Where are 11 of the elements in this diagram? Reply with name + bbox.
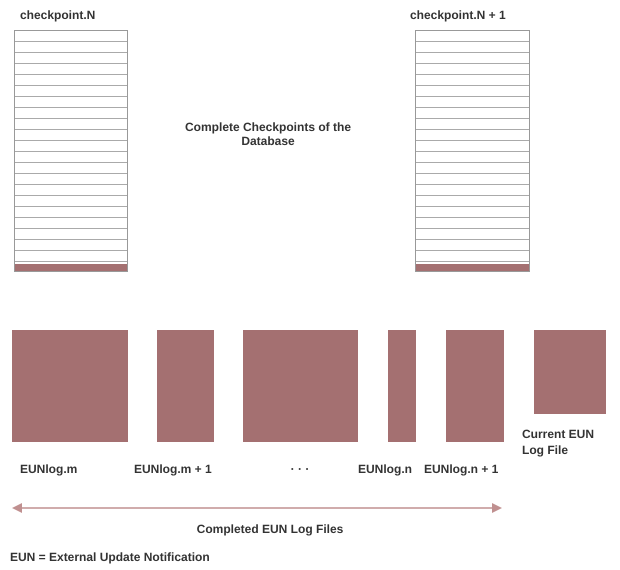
caption-text: Complete Checkpoints of the Database: [184, 120, 352, 148]
log-file-label: EUNlog.n + 1: [424, 462, 498, 476]
ellipsis-text: · · ·: [290, 462, 310, 476]
log-file-label: EUNlog.m + 1: [134, 462, 212, 476]
log-file-label: Current EUN Log File: [522, 426, 596, 458]
checkpoint-label: checkpoint.N: [20, 8, 96, 22]
checkpoint-label: checkpoint.N + 1: [410, 8, 506, 22]
footnote-text: EUN = External Update Notification: [10, 550, 211, 564]
range-label: Completed EUN Log Files: [196, 522, 344, 536]
log-file-label: EUNlog.m: [20, 462, 78, 476]
log-file-label: EUNlog.n: [358, 462, 412, 476]
